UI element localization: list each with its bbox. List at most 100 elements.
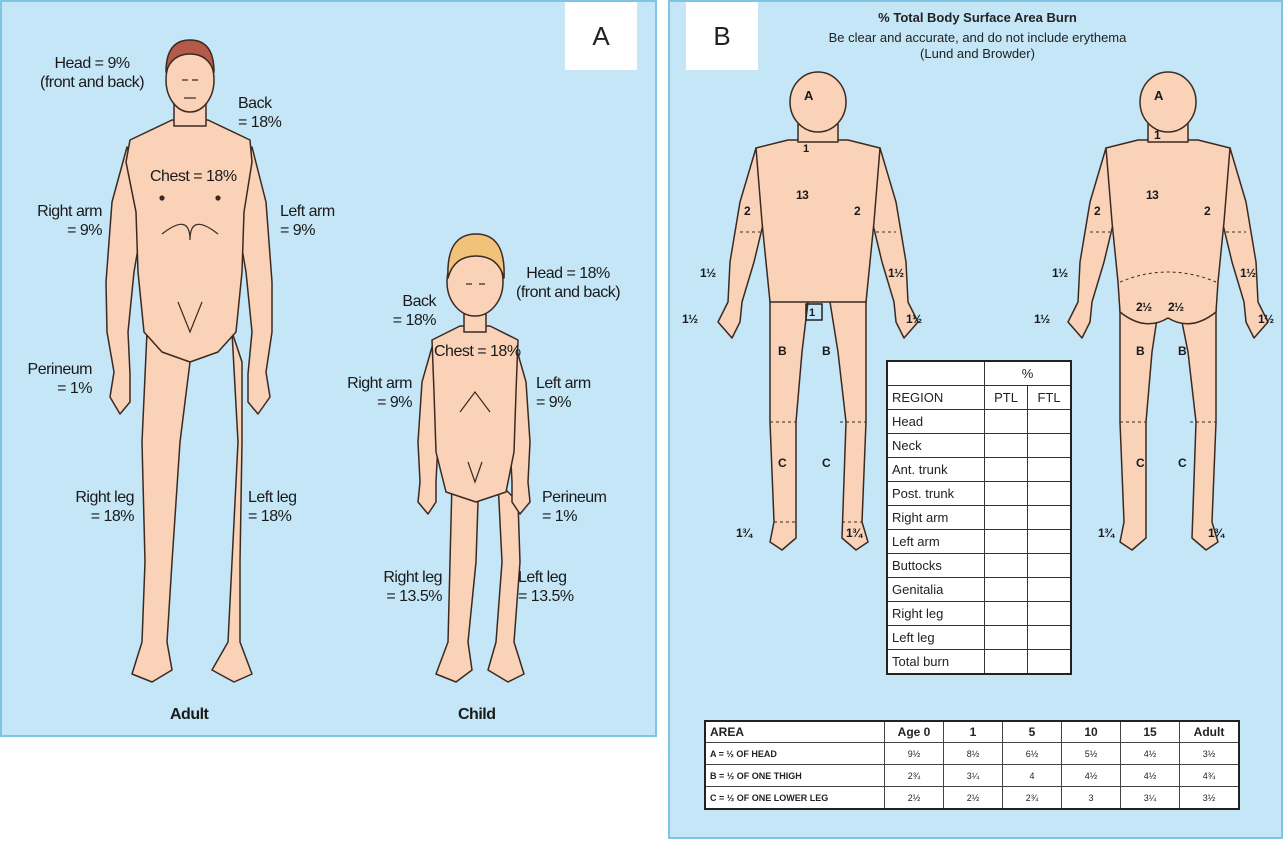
front-right-forearm-region: 1½ — [700, 264, 716, 283]
area-name: A = ½ OF HEAD — [705, 743, 885, 765]
ptl-input[interactable] — [985, 554, 1028, 578]
table-row: C = ½ OF ONE LOWER LEG 2½ 2½ 2¾ 3 3¼ 3½ — [705, 787, 1239, 810]
child-back-label: Back= 18% — [372, 292, 436, 330]
adult-left-leg-label: Left leg= 18% — [248, 488, 296, 526]
panel-b: B % Total Body Surface Area Burn Be clea… — [668, 0, 1283, 839]
back-left-buttock-region: 2½ — [1168, 298, 1184, 317]
table-row: % — [887, 361, 1071, 386]
front-right-upper-arm-region: 2 — [744, 202, 750, 221]
column-header: PTL — [985, 386, 1028, 410]
ptl-input[interactable] — [985, 458, 1028, 482]
ptl-input[interactable] — [985, 506, 1028, 530]
ftl-input[interactable] — [1028, 602, 1072, 626]
back-left-upper-arm-region: 2 — [1204, 202, 1210, 221]
region-name: Right arm — [887, 506, 985, 530]
ptl-input[interactable] — [985, 626, 1028, 650]
region-burn-table: % REGION PTL FTL Head Neck Ant. trunk Po… — [886, 360, 1072, 675]
table-row: B = ½ OF ONE THIGH 2¾ 3¼ 4 4½ 4½ 4¾ — [705, 765, 1239, 787]
adult-caption: Adult — [170, 705, 208, 724]
ptl-input[interactable] — [985, 530, 1028, 554]
ftl-input[interactable] — [1028, 578, 1072, 602]
adult-back-label: Back= 18% — [238, 94, 281, 132]
front-right-hand-region: 1½ — [682, 310, 698, 329]
ftl-input[interactable] — [1028, 410, 1072, 434]
region-name: Right leg — [887, 602, 985, 626]
table-row: Buttocks — [887, 554, 1071, 578]
body-figures-adult-child — [2, 2, 659, 739]
back-right-forearm-region: 1½ — [1052, 264, 1068, 283]
table-cell: 9½ — [885, 743, 944, 765]
table-cell: 2½ — [944, 787, 1003, 810]
front-left-hand-region: 1½ — [906, 310, 922, 329]
ptl-input[interactable] — [985, 650, 1028, 675]
ftl-input[interactable] — [1028, 506, 1072, 530]
ptl-input[interactable] — [985, 434, 1028, 458]
ptl-input[interactable] — [985, 578, 1028, 602]
child-head-label: Head = 18%(front and back) — [516, 264, 620, 302]
table-cell: 2¾ — [885, 765, 944, 787]
region-name: Post. trunk — [887, 482, 985, 506]
table-row: Total burn — [887, 650, 1071, 675]
table-cell: 2½ — [885, 787, 944, 810]
column-header: Age 0 — [885, 721, 944, 743]
table-cell — [887, 361, 985, 386]
adult-perineum-label: Perineum= 1% — [22, 360, 92, 398]
table-cell: 4½ — [1121, 765, 1180, 787]
back-right-foot-region: 1¾ — [1098, 524, 1114, 543]
table-row: REGION PTL FTL — [887, 386, 1071, 410]
column-header: FTL — [1028, 386, 1072, 410]
adult-head-label: Head = 9%(front and back) — [40, 54, 144, 92]
child-right-leg-label: Right leg= 13.5% — [370, 568, 442, 606]
column-header: 15 — [1121, 721, 1180, 743]
area-age-table: AREA Age 0 1 5 10 15 Adult A = ½ OF HEAD… — [704, 720, 1240, 810]
front-genitalia-region: 1 — [809, 304, 815, 323]
ftl-input[interactable] — [1028, 554, 1072, 578]
ftl-input[interactable] — [1028, 626, 1072, 650]
table-row: A = ½ OF HEAD 9½ 8½ 6½ 5½ 4½ 3½ — [705, 743, 1239, 765]
table-row: Head — [887, 410, 1071, 434]
adult-figure — [106, 40, 272, 682]
back-left-forearm-region: 1½ — [1240, 264, 1256, 283]
column-header: REGION — [887, 386, 985, 410]
column-header: AREA — [705, 721, 885, 743]
table-cell: 3½ — [1180, 787, 1240, 810]
child-chest-label: Chest = 18% — [434, 342, 521, 361]
table-cell: 5½ — [1062, 743, 1121, 765]
ftl-input[interactable] — [1028, 482, 1072, 506]
area-name: C = ½ OF ONE LOWER LEG — [705, 787, 885, 810]
region-name: Total burn — [887, 650, 985, 675]
region-name: Ant. trunk — [887, 458, 985, 482]
front-head-region: A — [804, 86, 813, 105]
back-right-upper-arm-region: 2 — [1094, 202, 1100, 221]
ftl-input[interactable] — [1028, 458, 1072, 482]
table-row: Neck — [887, 434, 1071, 458]
back-right-thigh-region: B — [1136, 342, 1144, 361]
ptl-input[interactable] — [985, 482, 1028, 506]
ftl-input[interactable] — [1028, 434, 1072, 458]
front-right-foot-region: 1¾ — [736, 524, 752, 543]
back-left-foot-region: 1¾ — [1208, 524, 1224, 543]
region-name: Genitalia — [887, 578, 985, 602]
region-name: Left arm — [887, 530, 985, 554]
adult-right-arm-label: Right arm= 9% — [32, 202, 102, 240]
ptl-input[interactable] — [985, 602, 1028, 626]
table-cell: 6½ — [1003, 743, 1062, 765]
adult-chest-label: Chest = 18% — [150, 167, 237, 186]
front-left-foot-region: 1¾ — [846, 524, 862, 543]
table-cell: 8½ — [944, 743, 1003, 765]
child-left-arm-label: Left arm= 9% — [536, 374, 591, 412]
ftl-input[interactable] — [1028, 530, 1072, 554]
table-cell: 2¾ — [1003, 787, 1062, 810]
adult-right-leg-label: Right leg= 18% — [64, 488, 134, 526]
region-name: Buttocks — [887, 554, 985, 578]
region-name: Head — [887, 410, 985, 434]
table-row: Right leg — [887, 602, 1071, 626]
back-left-hand-region: 1½ — [1258, 310, 1274, 329]
table-row: Left arm — [887, 530, 1071, 554]
child-left-leg-label: Left leg= 13.5% — [518, 568, 574, 606]
table-row: Left leg — [887, 626, 1071, 650]
table-cell: 4½ — [1121, 743, 1180, 765]
ftl-input[interactable] — [1028, 650, 1072, 675]
ptl-input[interactable] — [985, 410, 1028, 434]
front-right-lower-leg-region: C — [778, 454, 786, 473]
